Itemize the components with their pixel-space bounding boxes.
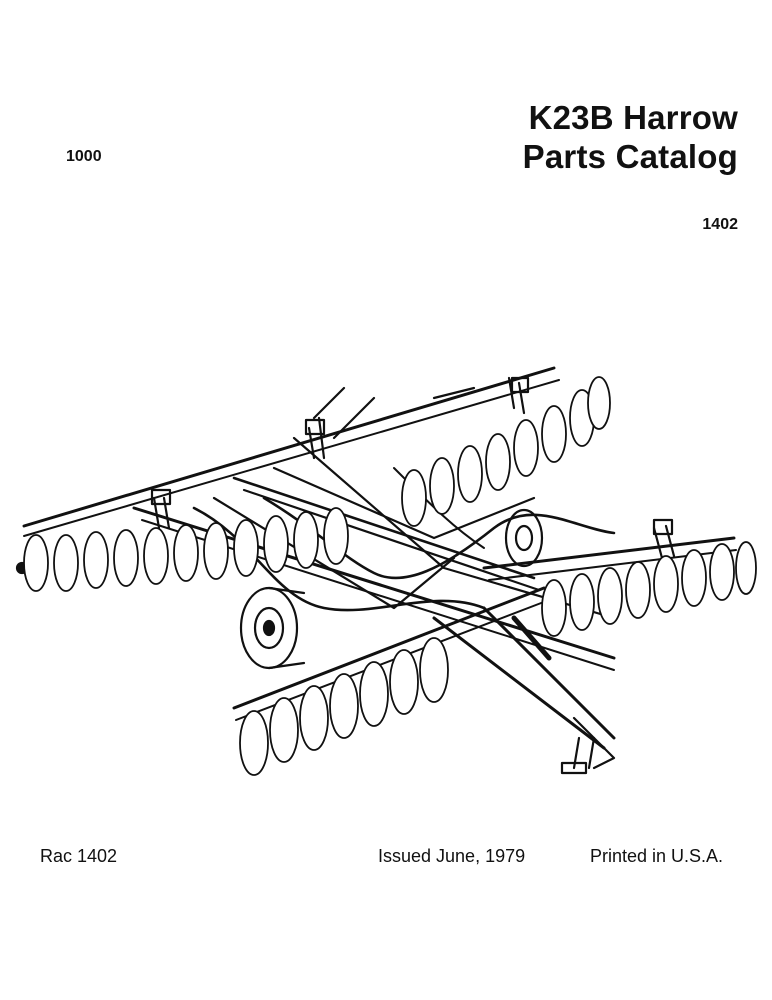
form-number: Rac 1402	[40, 846, 118, 866]
catalog-title: K23B Harrow Parts Catalog	[523, 98, 738, 176]
issue-date: Issued June, 1979	[378, 846, 526, 866]
printed-location: Printed in U.S.A.	[590, 846, 724, 866]
title-line-1: K23B Harrow	[528, 99, 738, 136]
title-line-2: Parts Catalog	[522, 138, 738, 175]
disc-harrow-illustration	[15, 366, 757, 776]
catalog-number: 1402	[702, 216, 738, 233]
section-number: 1000	[66, 148, 102, 165]
